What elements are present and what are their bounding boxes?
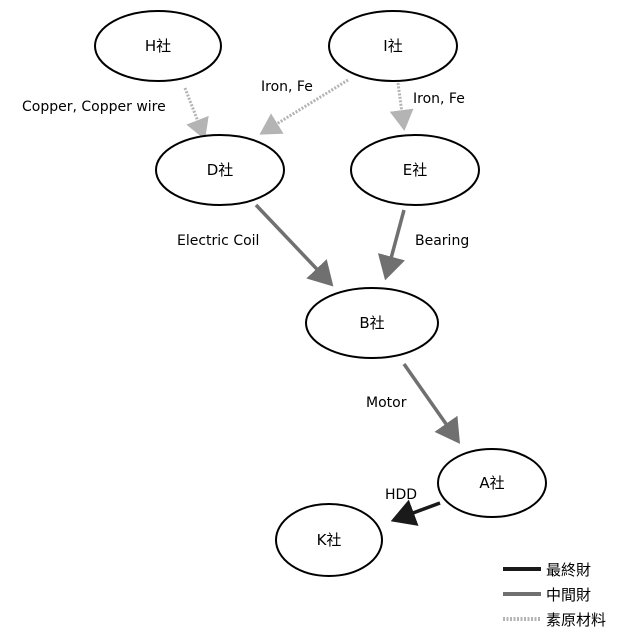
node-a: A社: [438, 449, 546, 517]
node-b: B社: [306, 288, 438, 358]
node-label-h: H社: [145, 37, 171, 55]
node-d: D社: [156, 135, 284, 205]
node-label-i: I社: [383, 37, 402, 55]
legend-item-intermediate: 中間財: [503, 586, 591, 604]
edge-b-to-a: [404, 364, 458, 441]
node-label-d: D社: [207, 161, 234, 179]
edge-label-i-to-d: Iron, Fe: [261, 79, 313, 95]
edge-label-d-to-b: Electric Coil: [177, 233, 259, 249]
legend: 最終財 中間財 素原材料: [503, 561, 606, 629]
node-e: E社: [351, 135, 479, 205]
node-label-k: K社: [317, 531, 342, 549]
edge-d-to-b: [256, 205, 331, 284]
node-i: I社: [329, 11, 457, 81]
edge-label-b-to-a: Motor: [366, 395, 407, 411]
edge-label-a-to-k: HDD: [385, 487, 417, 503]
node-label-e: E社: [403, 161, 427, 179]
legend-label-final: 最終財: [546, 561, 591, 579]
edge-label-e-to-b: Bearing: [415, 233, 469, 249]
node-label-a: A社: [479, 474, 504, 492]
node-h: H社: [95, 11, 221, 81]
edge-i-to-e: [398, 83, 404, 128]
edge-e-to-b: [386, 210, 404, 277]
edge-a-to-k: [394, 503, 440, 520]
node-k: K社: [276, 504, 382, 576]
legend-label-intermediate: 中間財: [546, 586, 591, 604]
legend-label-raw: 素原材料: [546, 611, 606, 629]
legend-item-final: 最終財: [503, 561, 591, 579]
legend-item-raw: 素原材料: [503, 611, 606, 629]
node-label-b: B社: [359, 314, 384, 332]
edge-label-i-to-e: Iron, Fe: [413, 91, 465, 107]
edge-h-to-d: [185, 88, 204, 137]
edge-label-h-to-d: Copper, Copper wire: [22, 99, 166, 115]
